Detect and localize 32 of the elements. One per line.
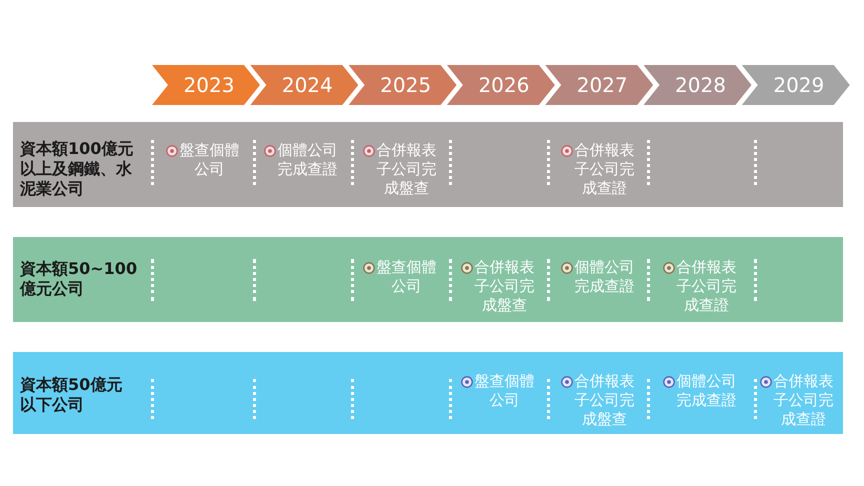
row-heading: 資本額50億元以下公司 xyxy=(20,375,124,415)
year-label: 2026 xyxy=(478,73,530,97)
milestone-text: 盤查個體公司 xyxy=(178,141,240,179)
milestone-text: 合併報表子公司完成查證 xyxy=(676,258,738,315)
milestone-text: 合併報表子公司完成盤查 xyxy=(574,372,636,429)
year-banner xyxy=(348,65,457,105)
milestone-text: 合併報表子公司完成查證 xyxy=(574,141,636,198)
year-label: 2027 xyxy=(576,73,628,97)
milestone-text: 合併報表子公司完成盤查 xyxy=(376,141,438,198)
year-label: 2024 xyxy=(282,73,333,97)
year-banner xyxy=(152,65,260,105)
year-banner xyxy=(446,65,555,105)
row-band xyxy=(13,237,843,322)
year-label: 2023 xyxy=(184,73,234,97)
year-label: 2028 xyxy=(675,73,726,97)
row-heading: 資本額100億元以上及鋼鐵、水泥業公司 xyxy=(20,139,134,199)
year-label: 2025 xyxy=(380,73,432,97)
milestone-text: 個體公司完成查證 xyxy=(574,258,636,296)
milestone-text: 盤查個體公司 xyxy=(376,258,438,296)
row-band xyxy=(13,122,843,207)
year-label: 2029 xyxy=(773,73,824,97)
year-banner xyxy=(545,65,654,105)
row-heading: 資本額50~100億元公司 xyxy=(20,259,138,299)
year-banner xyxy=(250,65,358,105)
milestone-text: 合併報表子公司完成盤查 xyxy=(474,258,536,315)
year-banner xyxy=(742,65,850,105)
milestone-text: 個體公司完成查證 xyxy=(676,372,738,410)
milestone-text: 個體公司完成查證 xyxy=(276,141,338,179)
milestone-text: 盤查個體公司 xyxy=(474,372,536,410)
year-banner xyxy=(644,65,752,105)
row-band xyxy=(13,352,843,434)
milestone-text: 合併報表子公司完成查證 xyxy=(772,372,834,429)
